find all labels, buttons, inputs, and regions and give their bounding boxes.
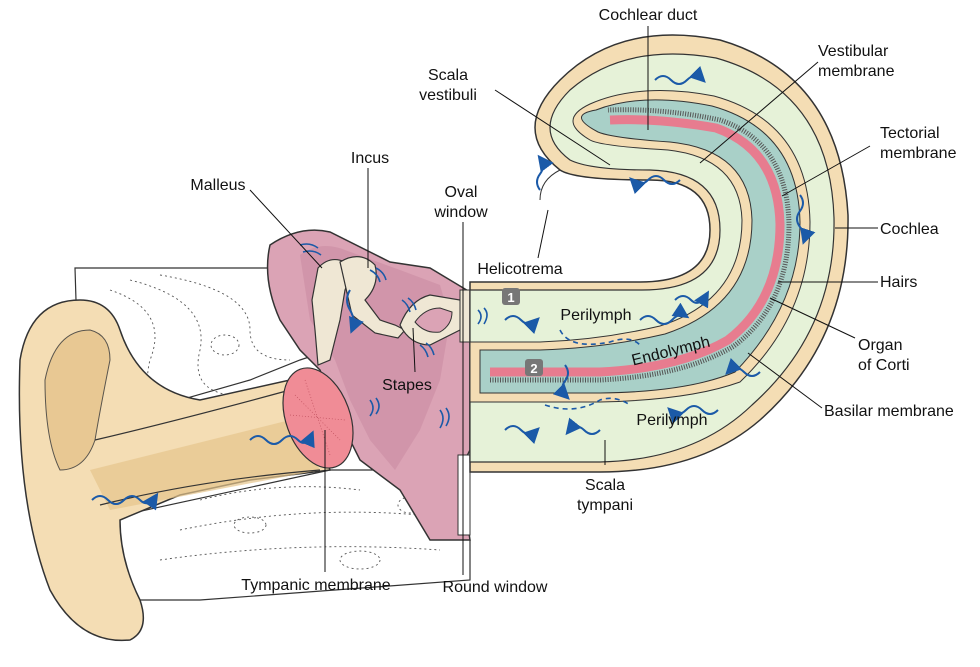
label-tectorial-membrane-2: membrane (880, 145, 957, 162)
label-basilar-membrane: Basilar membrane (824, 403, 954, 420)
label-hairs: Hairs (880, 274, 917, 291)
svg-text:2: 2 (530, 361, 537, 376)
labels: Cochlear duct Scala vestibuli Vestibular… (190, 7, 956, 596)
malleus-arrow (346, 289, 364, 334)
label-round-window: Round window (443, 579, 548, 596)
label-organ-of-corti-1: Organ (858, 337, 902, 354)
tympani-arrow-4 (504, 425, 540, 445)
label-oval-window-1: Oval (445, 184, 478, 201)
vest-arrow (654, 65, 706, 85)
pressure-path (544, 329, 641, 410)
oval-arrow-1 (504, 315, 540, 335)
cochlea (469, 34, 849, 473)
tympani-arrow-2 (667, 405, 719, 425)
right-down-arrow (796, 194, 816, 245)
label-scala-tympani-2: tympani (577, 497, 633, 514)
label-scala-vestibuli-2: vestibuli (419, 87, 477, 104)
label-helicotrema: Helicotrema (477, 261, 562, 278)
basilar-arrow (552, 364, 570, 400)
badge-1: 1 (502, 288, 520, 305)
flow-arrows (91, 65, 816, 511)
peri-arrow-mid (674, 290, 709, 309)
label-vestibular-membrane-2: membrane (818, 63, 895, 80)
svg-text:1: 1 (507, 290, 514, 305)
vest-middle-arrow (629, 175, 681, 195)
label-stapes: Stapes (382, 377, 432, 394)
label-cochlea: Cochlea (880, 221, 939, 238)
label-incus: Incus (351, 150, 389, 167)
label-perilymph-bottom: Perilymph (636, 412, 707, 429)
label-tectorial-membrane-1: Tectorial (880, 125, 940, 142)
label-tympanic-membrane: Tympanic membrane (241, 577, 390, 594)
label-cochlear-duct: Cochlear duct (599, 7, 698, 24)
label-scala-tympani-1: Scala (585, 477, 625, 494)
left-up-arrow (536, 154, 554, 191)
canal-arrow-2 (249, 430, 315, 449)
label-oval-window-2: window (433, 204, 488, 221)
canal-arrow (91, 492, 159, 511)
badge-2: 2 (525, 359, 543, 376)
label-perilymph-top: Perilymph (560, 307, 631, 324)
tympani-arrow-3 (565, 417, 601, 436)
tympani-arrow-1 (725, 357, 761, 377)
label-organ-of-corti-2: of Corti (858, 357, 910, 374)
label-malleus: Malleus (190, 177, 245, 194)
label-vestibular-membrane-1: Vestibular (818, 43, 889, 60)
label-scala-vestibuli-1: Scala (428, 67, 468, 84)
leader-lines (249, 26, 878, 575)
peri-arrow-top (639, 302, 690, 325)
vibration-marks (299, 243, 488, 429)
outer-ear (18, 299, 332, 642)
